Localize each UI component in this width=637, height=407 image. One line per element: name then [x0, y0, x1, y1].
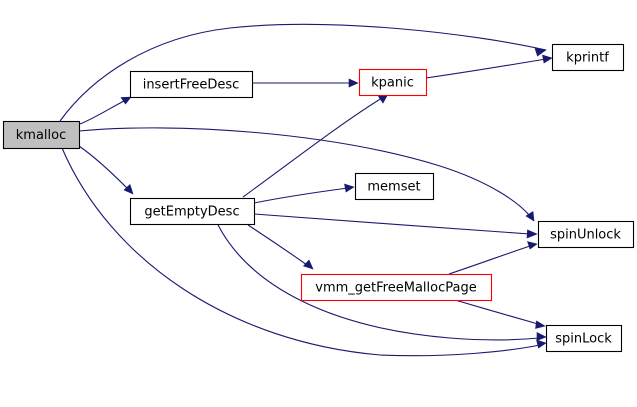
node-label-memset: memset [367, 180, 420, 195]
node-box-kmalloc[interactable] [2, 120, 81, 150]
edge-getEmptyDesc-to-spinUnlock [253, 213, 538, 239]
node-insertFreeDesc[interactable]: insertFreeDesc [129, 70, 254, 99]
edge-line [59, 23, 547, 122]
edge-vmm_getFreeMallocPage-to-spinLock [454, 299, 546, 329]
arrowhead-icon [542, 54, 553, 64]
arrowhead-icon [348, 78, 359, 88]
edge-kmalloc-to-getEmptyDesc [78, 145, 134, 195]
node-label-kmalloc: kmalloc [16, 128, 66, 143]
arrowhead-icon [527, 241, 538, 250]
edge-line [78, 145, 129, 190]
edge-line [448, 245, 531, 275]
arrowhead-icon [123, 183, 134, 195]
edge-line [253, 213, 531, 235]
arrowhead-icon [525, 210, 535, 222]
edge-getEmptyDesc-to-memset [253, 183, 355, 204]
edge-kpanic-to-kprintf [425, 54, 553, 79]
arrowhead-icon [536, 339, 547, 349]
node-box-spinLock[interactable] [545, 324, 623, 353]
edge-line [425, 58, 547, 79]
node-box-kpanic[interactable] [358, 68, 428, 97]
edge-line [242, 97, 383, 198]
edge-line [61, 147, 541, 357]
edge-getEmptyDesc-to-spinLock [217, 224, 547, 341]
node-kpanic[interactable]: kpanic [358, 68, 428, 97]
node-box-getEmptyDesc[interactable] [129, 197, 256, 226]
node-spinLock[interactable]: spinLock [545, 324, 623, 353]
node-box-kprintf[interactable] [551, 43, 625, 72]
arrowhead-icon [534, 48, 547, 57]
node-box-spinUnlock[interactable] [537, 220, 635, 249]
arrowhead-icon [344, 183, 355, 193]
arrowhead-icon [535, 320, 546, 329]
edge-kmalloc-to-insertFreeDesc [79, 96, 132, 125]
node-kmalloc[interactable]: kmalloc [2, 120, 81, 150]
edge-line [79, 99, 127, 125]
edge-getEmptyDesc-to-vmm_getFreeMallocPage [247, 224, 314, 270]
node-label-vmm_getFreeMallocPage: vmm_getFreeMallocPage [315, 281, 476, 296]
edge-line [217, 224, 540, 341]
arrowhead-icon [302, 259, 314, 270]
node-label-spinLock: spinLock [555, 332, 612, 347]
edge-vmm_getFreeMallocPage-to-spinUnlock [448, 241, 538, 275]
edge-kmalloc-to-kprintf [59, 23, 547, 122]
edge-line [78, 127, 531, 217]
node-label-spinUnlock: spinUnlock [550, 228, 621, 243]
node-box-memset[interactable] [354, 172, 435, 201]
edge-kmalloc-to-spinLock [61, 147, 547, 357]
arrowhead-icon [120, 96, 132, 105]
edge-line [247, 224, 308, 266]
arrowhead-icon [536, 332, 547, 341]
node-memset[interactable]: memset [354, 172, 435, 201]
edge-kmalloc-to-spinUnlock [78, 127, 535, 222]
node-box-insertFreeDesc[interactable] [129, 70, 254, 99]
node-getEmptyDesc[interactable]: getEmptyDesc [129, 197, 256, 226]
edge-line [253, 187, 349, 204]
edge-line [454, 299, 539, 325]
node-label-getEmptyDesc: getEmptyDesc [144, 205, 239, 220]
node-label-kprintf: kprintf [566, 51, 609, 66]
node-box-vmm_getFreeMallocPage[interactable] [300, 273, 493, 302]
edges-layer [59, 23, 553, 357]
node-spinUnlock[interactable]: spinUnlock [537, 220, 635, 249]
node-kprintf[interactable]: kprintf [551, 43, 625, 72]
arrowhead-icon [526, 229, 538, 239]
node-vmm_getFreeMallocPage[interactable]: vmm_getFreeMallocPage [300, 273, 493, 302]
node-label-insertFreeDesc: insertFreeDesc [143, 78, 240, 93]
edge-insertFreeDesc-to-kpanic [252, 78, 359, 88]
node-label-kpanic: kpanic [371, 76, 414, 91]
nodes-layer: kmalloc insertFreeDesc kpanic kprintf getEmp… [2, 43, 635, 353]
